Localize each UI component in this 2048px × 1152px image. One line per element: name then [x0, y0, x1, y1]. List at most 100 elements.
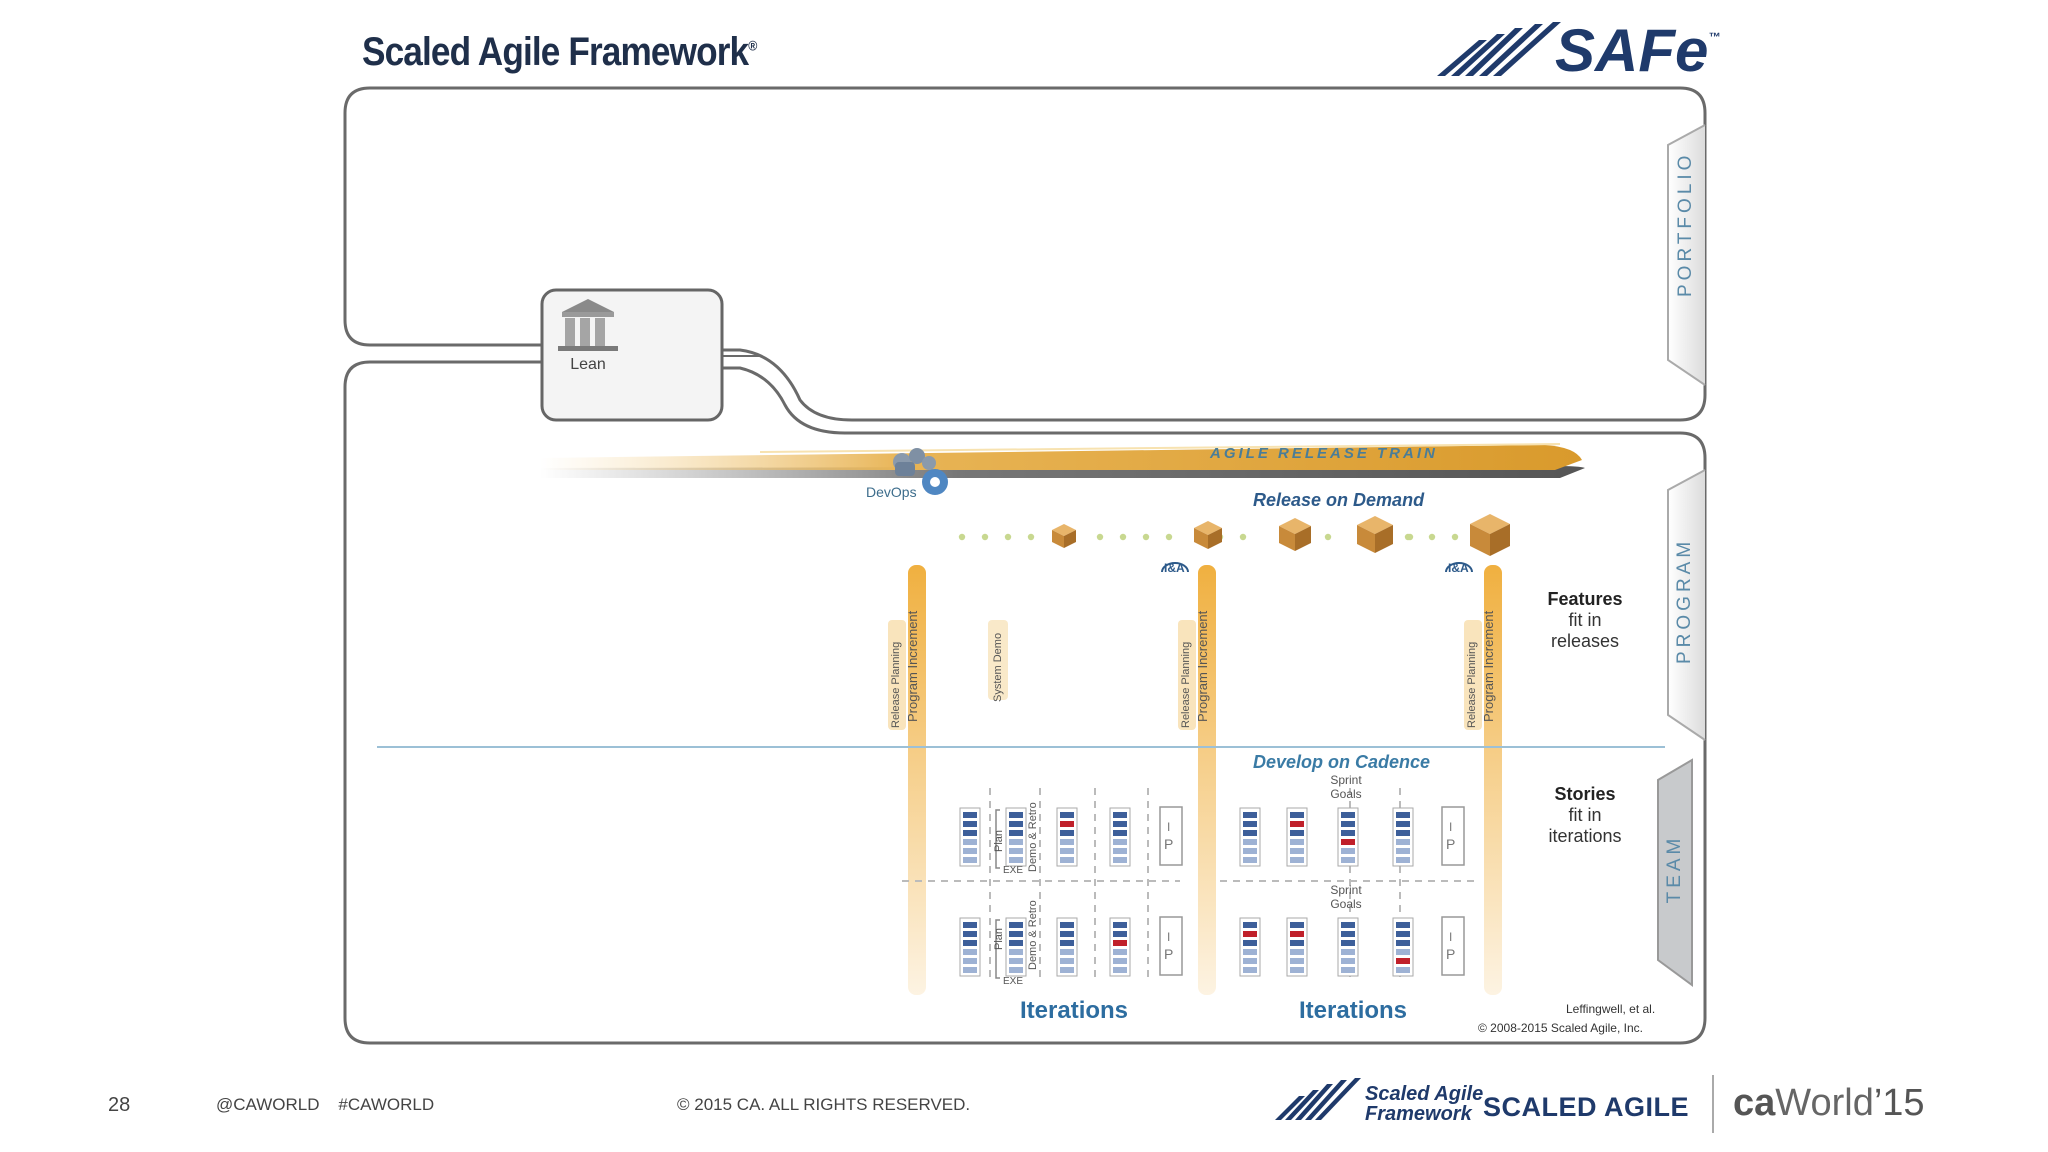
backlog-item: [1243, 958, 1257, 964]
backlog-stack: [1392, 807, 1414, 867]
backlog-stack: [1109, 917, 1131, 977]
ip-p-2: P: [1164, 946, 1174, 962]
backlog-item: [1396, 812, 1410, 818]
backlog-item: [1396, 839, 1410, 845]
backlog-item: [1243, 922, 1257, 928]
inspect-adapt-label-1: I&A: [1164, 561, 1185, 575]
iteration-poles: [983, 565, 1432, 700]
backlog-item: [1341, 812, 1355, 818]
sprint-goals-2-line2: Goals: [1330, 897, 1362, 911]
release-box: [1279, 518, 1311, 551]
backlog-item: [1243, 940, 1257, 946]
backlog-stack: [959, 807, 981, 867]
safe-logo-word: SAFe: [1555, 17, 1709, 84]
ca-world-ca: ca: [1733, 1082, 1776, 1124]
iterations-label-1: Iterations: [1020, 997, 1129, 1024]
inspect-adapt-label-2: I&A: [1448, 561, 1469, 575]
backlog-item: [1341, 949, 1355, 955]
system-demo-label: System Demo: [992, 632, 1004, 702]
ip-i-1: I: [1167, 820, 1171, 834]
backlog-item: [1341, 940, 1355, 946]
backlog-item: [1060, 958, 1074, 964]
backlog-item: [963, 922, 977, 928]
backlog-item: [963, 821, 977, 827]
backlog-item: [1396, 830, 1410, 836]
ip-i-2: I: [1167, 930, 1171, 944]
backlog-item: [1113, 958, 1127, 964]
backlog-item: [963, 830, 977, 836]
sprint-goals-1-line2: Goals: [1330, 787, 1362, 801]
backlog-item: [963, 848, 977, 854]
backlog-stacks: [959, 807, 1414, 977]
ca-world-year: ’15: [1873, 1082, 1925, 1124]
ip-i-4: I: [1449, 930, 1453, 944]
backlog-item: [1009, 821, 1023, 827]
backlog-item: [1341, 967, 1355, 973]
sprint-goals-2-line1: Sprint: [1330, 883, 1362, 897]
backlog-item: [1290, 830, 1304, 836]
portfolio-frame: [343, 86, 1707, 422]
demo-retro-label-1: Demo & Retro: [1027, 802, 1039, 872]
backlog-item: [1290, 940, 1304, 946]
backlog-item: [1113, 839, 1127, 845]
backlog-item: [1396, 922, 1410, 928]
backlog-item: [1009, 812, 1023, 818]
backlog-item: [1290, 922, 1304, 928]
backlog-item: [1243, 839, 1257, 845]
backlog-item: [1060, 857, 1074, 863]
backlog-item: [1243, 848, 1257, 854]
ip-boxes: [1159, 806, 1465, 976]
pi-label-2: Program Increment: [1195, 610, 1210, 722]
social-handles: @CAWORLD #CAWORLD: [216, 1095, 435, 1114]
release-box: [1052, 524, 1076, 548]
backlog-item: [1341, 821, 1355, 827]
safe-logo-text: SAFe™: [1555, 16, 1720, 85]
iterations-label-2: Iterations: [1299, 997, 1408, 1024]
saf-logo-stripes-icon: [1275, 1078, 1361, 1120]
backlog-stack: [959, 917, 981, 977]
backlog-item: [1290, 967, 1304, 973]
backlog-item: [963, 812, 977, 818]
backlog-item: [1396, 958, 1410, 964]
features-note: Features fit in releases: [1530, 589, 1640, 652]
backlog-item: [1341, 839, 1355, 845]
backlog-item: [1009, 839, 1023, 845]
backlog-item: [1243, 967, 1257, 973]
stories-line3: iterations: [1548, 826, 1622, 846]
ip-p-1: P: [1164, 836, 1174, 852]
inspect-adapt-icon: [1161, 562, 1473, 573]
plan-label-1: Plan: [993, 829, 1005, 852]
backlog-item: [1243, 931, 1257, 937]
backlog-item: [1009, 940, 1023, 946]
backlog-item: [1113, 940, 1127, 946]
ca-world-word: World: [1775, 1082, 1874, 1124]
backlog-item: [1396, 931, 1410, 937]
backlog-stack: [1239, 807, 1261, 867]
backlog-item: [1290, 949, 1304, 955]
backlog-item: [1009, 967, 1023, 973]
release-planning-label-1: Release Planning: [890, 641, 902, 728]
backlog-item: [1396, 967, 1410, 973]
backlog-stack: [1337, 917, 1359, 977]
backlog-item: [1243, 821, 1257, 827]
features-line3: releases: [1550, 631, 1620, 651]
backlog-stack: [1056, 917, 1078, 977]
backlog-item: [1290, 839, 1304, 845]
backlog-item: [1113, 949, 1127, 955]
backlog-item: [1396, 949, 1410, 955]
backlog-stack: [1392, 917, 1414, 977]
backlog-item: [1113, 931, 1127, 937]
backlog-item: [1009, 848, 1023, 854]
safe-trademark: ™: [1708, 30, 1721, 44]
backlog-item: [1243, 830, 1257, 836]
features-heading: Features: [1547, 589, 1623, 609]
backlog-item: [1060, 922, 1074, 928]
backlog-item: [1009, 931, 1023, 937]
backlog-stack: [1005, 807, 1027, 867]
backlog-item: [1243, 949, 1257, 955]
ip-i-3: I: [1449, 820, 1453, 834]
backlog-stack: [1286, 917, 1308, 977]
exe-label-1: EXE: [1003, 865, 1024, 876]
backlog-item: [963, 857, 977, 863]
